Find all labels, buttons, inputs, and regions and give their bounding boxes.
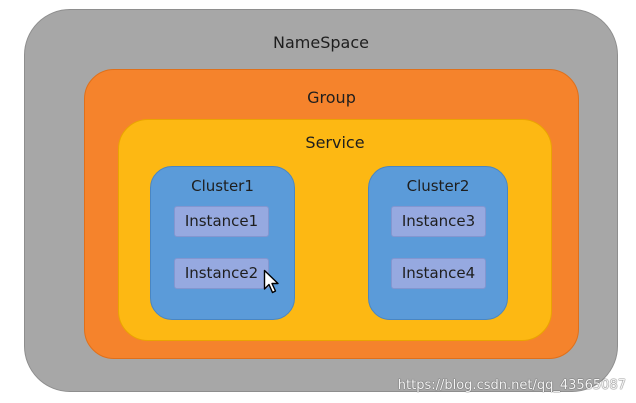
instance-3-box: Instance3 [391, 206, 486, 237]
cluster-2-box: Cluster2 [368, 166, 508, 320]
service-label: Service [305, 133, 365, 152]
instance-1-box: Instance1 [174, 206, 269, 237]
group-label: Group [307, 88, 356, 107]
cluster-2-label: Cluster2 [406, 177, 470, 195]
cluster-1-label: Cluster1 [191, 177, 254, 195]
cluster-1-box: Cluster1 [150, 166, 295, 320]
mouse-pointer-icon [263, 269, 279, 294]
watermark-url: https://blog.csdn.net/qq_43565087 [397, 378, 626, 393]
instance-2-box: Instance2 [174, 258, 269, 289]
namespace-label: NameSpace [273, 33, 369, 52]
instance-4-box: Instance4 [391, 258, 486, 289]
